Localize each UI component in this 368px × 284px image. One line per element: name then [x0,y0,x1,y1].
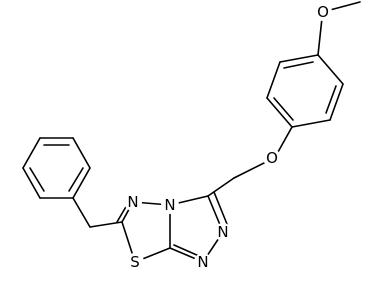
bond [22,167,41,199]
label-bg [126,253,144,271]
bond [266,61,281,99]
bond [317,54,344,85]
bond-ring-o [317,17,323,56]
atom-o-ether: O [266,149,278,167]
methoxyphenyl-ring [266,54,344,128]
bond [291,119,331,128]
label-bg [314,3,332,21]
double-bond-inner [116,204,128,223]
atom-n-bridge: N [164,196,175,214]
bond-o-ch3 [329,1,361,11]
bond [72,167,91,199]
atom-o-methoxy: O [317,3,329,21]
bond [72,137,91,169]
bond [279,54,319,63]
double-bond-inner [325,85,337,114]
atom-s: S [130,253,140,271]
bond-ring-to-ch2 [72,197,91,228]
bond-ch2-to-thiadiazole [89,221,123,228]
bond-ch2-o [233,159,271,179]
bond-o-ring [277,126,293,153]
atom-n-triazole-2: N [197,253,208,271]
label-bg [194,253,212,271]
bond [266,97,293,128]
atom-n-triazole-1: N [217,223,228,241]
benzene-ring [22,137,91,199]
bond-c-ch2 [207,177,235,197]
bond [22,137,41,169]
double-bond-inner [283,61,314,69]
double-bond-inner [68,167,84,192]
label-bg [161,196,179,214]
bond [329,83,344,121]
label-bg [214,223,232,241]
double-bond-inner [29,167,45,192]
double-bond-inner [173,244,200,257]
double-bond-outer [213,191,230,230]
label-bg [263,149,281,167]
double-bond-inner [273,97,294,121]
thiadiazole-ring [116,201,171,263]
label-bg [124,193,142,211]
atom-n-thiadiazole: N [127,193,138,211]
atom-labels: N N N N S O O [124,3,332,271]
